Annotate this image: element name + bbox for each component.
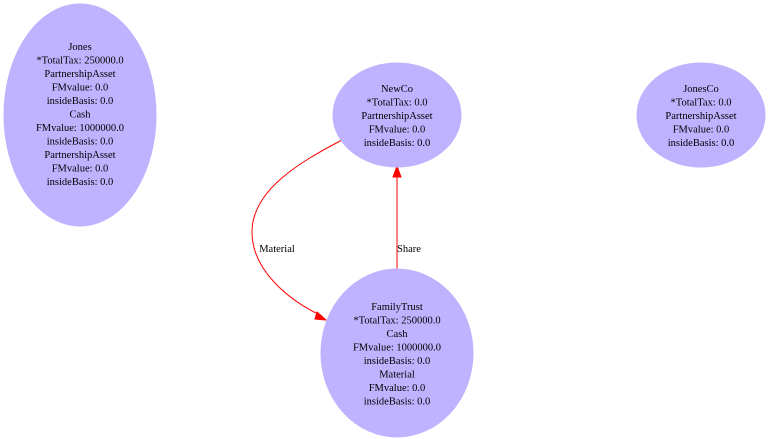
edge-material-arrowhead: [314, 311, 328, 321]
node-jones-shape: [3, 3, 157, 227]
node-familytrust-line: *TotalTax: 250000.0: [353, 316, 440, 327]
node-jones-line: *TotalTax: 250000.0: [36, 56, 123, 67]
node-jonesco-line: JonesCo: [683, 84, 719, 95]
node-newco-line: NewCo: [381, 84, 413, 95]
node-newco-line: PartnershipAsset: [361, 111, 432, 122]
node-jonesco-shape: [636, 62, 766, 168]
node-jones-line: insideBasis: 0.0: [47, 177, 114, 188]
node-newco-shape: [332, 62, 462, 168]
node-familytrust-line: Material: [379, 370, 415, 381]
node-jonesco-line: *TotalTax: 0.0: [671, 98, 732, 109]
node-jones-line: FMvalue: 1000000.0: [36, 123, 124, 134]
node-jones-line: insideBasis: 0.0: [47, 137, 114, 148]
edge-share-label: Share: [397, 244, 421, 255]
node-familytrust-line: insideBasis: 0.0: [364, 356, 431, 367]
node-newco-line: FMvalue: 0.0: [369, 125, 426, 136]
node-jones-line: PartnershipAsset: [44, 69, 115, 80]
node-jones-line: insideBasis: 0.0: [47, 96, 114, 107]
node-jonesco-line: insideBasis: 0.0: [668, 138, 735, 149]
edge-share-arrowhead: [392, 164, 402, 178]
node-jones-line: PartnershipAsset: [44, 150, 115, 161]
node-newco-line: *TotalTax: 0.0: [367, 98, 428, 109]
node-jonesco-line: PartnershipAsset: [665, 111, 736, 122]
node-familytrust-line: Cash: [387, 329, 409, 340]
node-familytrust-line: insideBasis: 0.0: [364, 397, 431, 408]
node-jones-line: FMvalue: 0.0: [52, 164, 109, 175]
node-jones-line: Cash: [70, 110, 92, 121]
node-newco-line: insideBasis: 0.0: [364, 138, 431, 149]
node-familytrust-shape: [320, 268, 474, 438]
edge-material-path: [251, 139, 343, 317]
edge-material[interactable]: Material: [251, 139, 343, 321]
node-familytrust-line: FMvalue: 1000000.0: [353, 343, 441, 354]
node-jones-line: Jones: [68, 42, 91, 53]
edge-material-label: Material: [259, 244, 295, 255]
node-jones-line: FMvalue: 0.0: [52, 83, 109, 94]
node-jonesco-line: FMvalue: 0.0: [673, 125, 730, 136]
edge-share[interactable]: Share: [392, 164, 421, 270]
node-familytrust-line: FMvalue: 0.0: [369, 383, 426, 394]
node-familytrust-line: FamilyTrust: [371, 302, 423, 313]
